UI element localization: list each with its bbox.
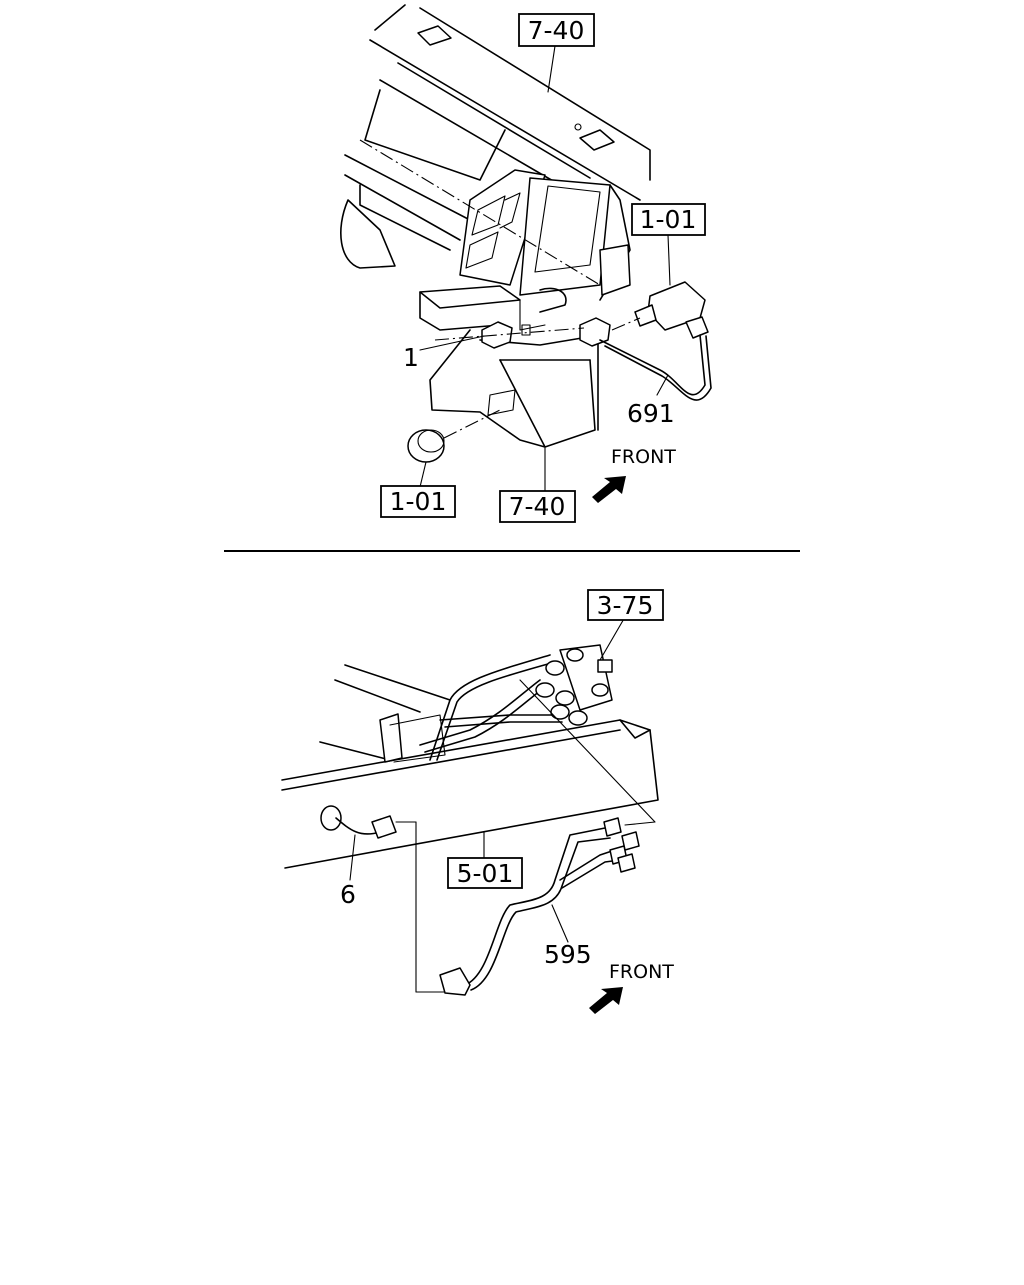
ref-label: 3-75 xyxy=(597,591,654,620)
ref-label: 5-01 xyxy=(457,859,514,888)
valve-block xyxy=(535,644,613,726)
grommet-part xyxy=(407,429,445,463)
harness-595 xyxy=(415,817,640,996)
ref-label: 1-01 xyxy=(640,205,697,234)
front-arrow-icon xyxy=(592,476,626,503)
part-number-1: 1 xyxy=(403,343,419,372)
ref-box-7-40-cover: 7-40 xyxy=(499,490,576,523)
top-diagram: 7-40 1-01 1-01 7-40 1 691 FRONT xyxy=(340,4,712,523)
assembly-line-bottom xyxy=(519,679,656,826)
front-indicator-top: FRONT xyxy=(592,446,676,503)
harness-6 xyxy=(320,805,417,993)
dashboard-drawing xyxy=(340,4,651,448)
ref-box-3-75: 3-75 xyxy=(587,589,664,621)
ref-label: 1-01 xyxy=(390,487,447,516)
front-label: FRONT xyxy=(609,961,674,983)
leader-lines xyxy=(419,45,671,492)
part-number-691: 691 xyxy=(627,399,675,428)
part-number-6: 6 xyxy=(340,880,356,909)
ref-box-5-01: 5-01 xyxy=(447,857,523,889)
assembly-lines xyxy=(359,139,641,439)
part-number-595: 595 xyxy=(544,940,592,969)
front-arrow-icon xyxy=(589,987,623,1014)
leader-lines-bottom xyxy=(349,616,626,943)
ref-box-1-01-switch: 1-01 xyxy=(631,203,706,236)
switch-and-harness-691 xyxy=(599,281,712,401)
frame-drawing xyxy=(281,664,659,869)
bottom-diagram: 3-75 5-01 6 595 FRONT xyxy=(281,589,674,1014)
ref-box-7-40-top: 7-40 xyxy=(518,13,595,47)
ref-label: 7-40 xyxy=(509,492,566,521)
ref-label: 7-40 xyxy=(528,16,585,45)
front-indicator-bottom: FRONT xyxy=(589,961,674,1014)
ref-box-1-01-grommet: 1-01 xyxy=(380,485,456,518)
front-label: FRONT xyxy=(611,446,676,468)
